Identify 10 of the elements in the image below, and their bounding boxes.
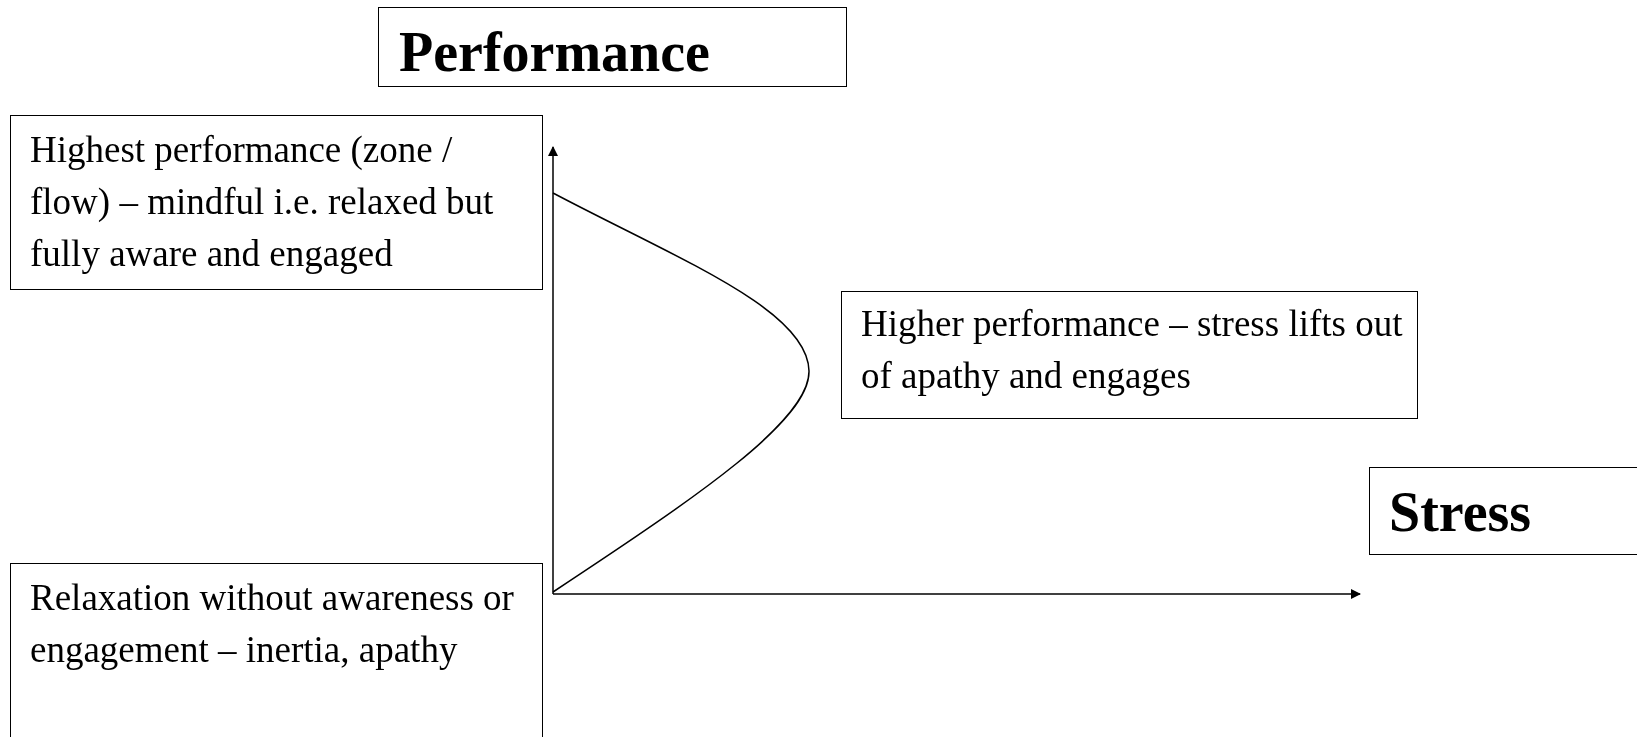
description-text: Highest performance (zone / flow) – mindful i.e. relaxed but fully aware and engaged	[30, 128, 495, 276]
description-text: Relaxation without awareness or engagement – inertia, apathy	[30, 576, 515, 672]
axis-label-box	[1369, 467, 1637, 555]
text-box	[10, 115, 543, 290]
description-text: Higher performance – stress lifts out of apathy and engages	[861, 302, 1404, 398]
text-box	[841, 291, 1418, 419]
axis-label-box	[378, 7, 847, 87]
axis-title: Performance	[399, 20, 711, 84]
text-box	[10, 563, 543, 737]
axis-title: Stress	[1389, 480, 1533, 544]
